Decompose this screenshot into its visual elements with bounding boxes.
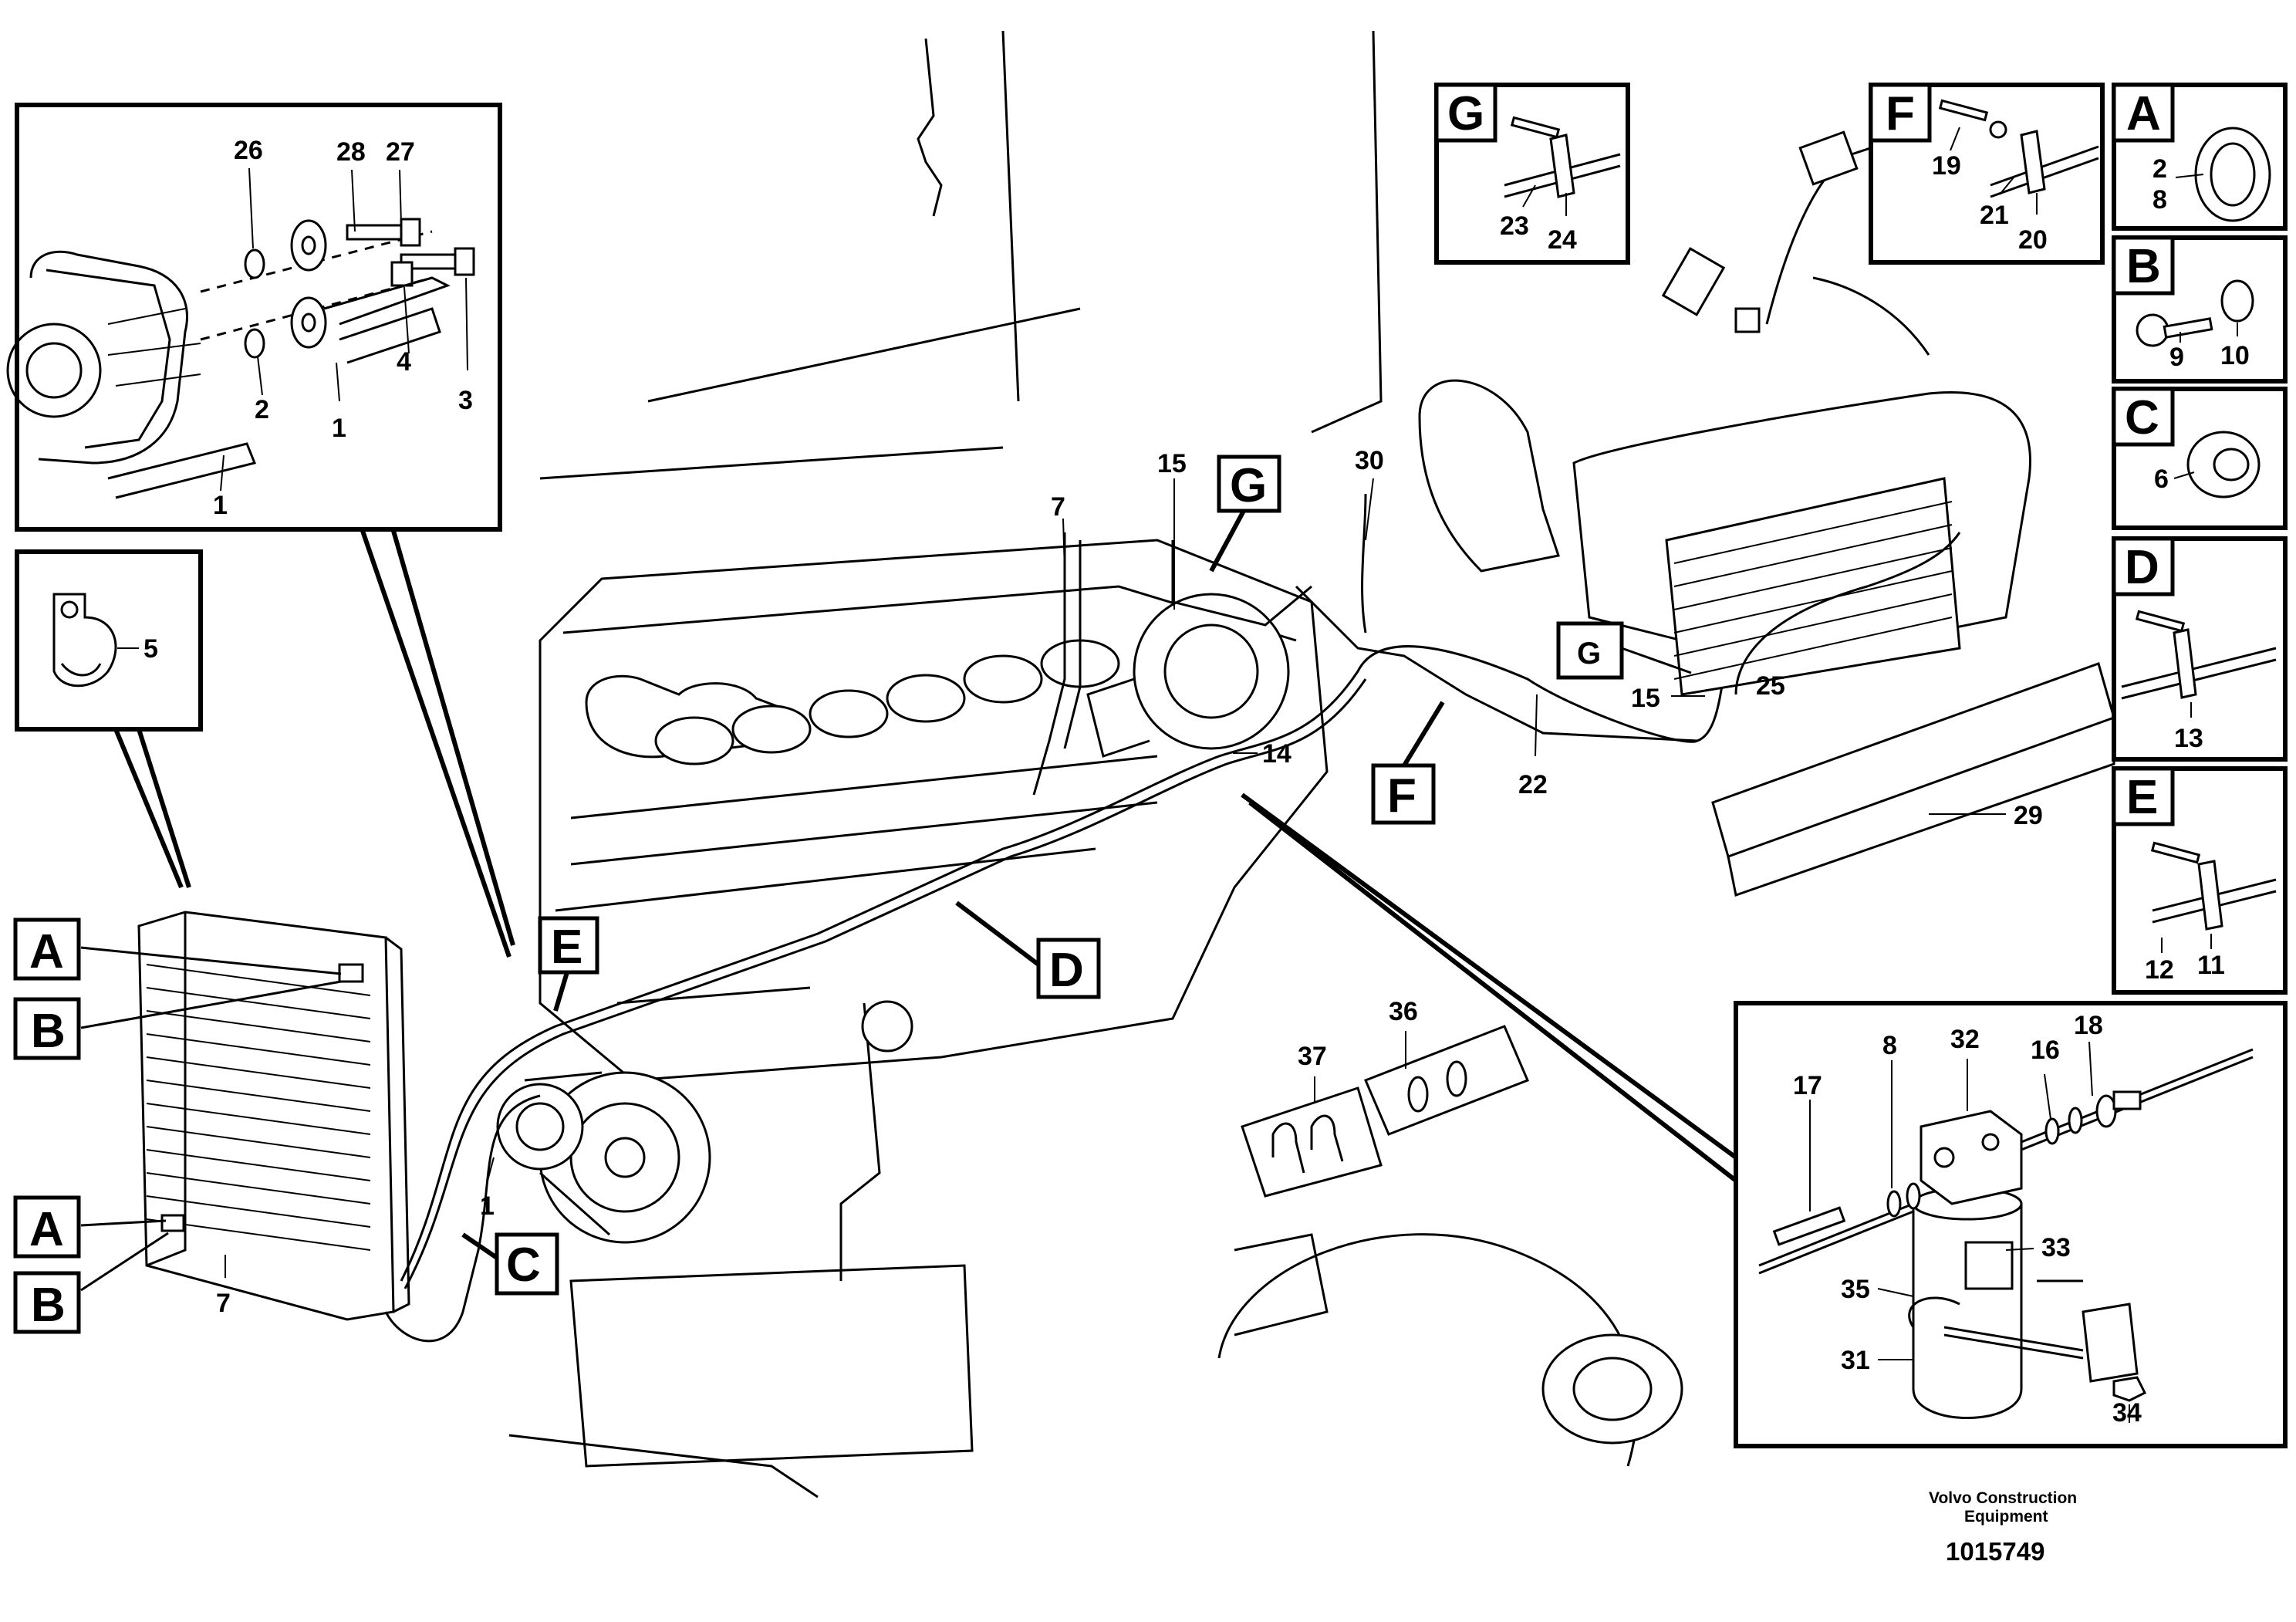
callout-7: 7	[1051, 492, 1065, 522]
callout-20: 20	[2018, 225, 2048, 255]
callout-17: 17	[1793, 1071, 1822, 1100]
callout-1: 1	[480, 1191, 495, 1221]
callout-1: 1	[213, 491, 228, 520]
callout-34: 34	[2112, 1398, 2142, 1428]
callout-33: 33	[2041, 1233, 2071, 1262]
detail-inset-D: D 13	[2112, 536, 2288, 762]
callout-3: 3	[458, 386, 473, 415]
detail-inset-fittings: 26 28 27 2 4 3 1 1	[6, 103, 502, 532]
evaporator-unit	[1418, 130, 2031, 696]
callout-12: 12	[2145, 955, 2174, 985]
label-A: A	[2126, 87, 2161, 140]
callout-26: 26	[234, 136, 263, 165]
label-B: B	[2126, 240, 2161, 293]
callout-11: 11	[2197, 951, 2225, 980]
label-E: E	[2126, 771, 2158, 824]
callout-28: 28	[336, 137, 366, 167]
callout-23: 23	[1500, 211, 1529, 241]
callout-2: 2	[255, 395, 269, 424]
detail-inset-G: G	[1434, 83, 1630, 265]
callout-18: 18	[2074, 1011, 2103, 1040]
ac-hoses	[384, 493, 1730, 1343]
label-A: A	[29, 925, 64, 978]
callout-21: 21	[1980, 201, 2009, 230]
detail-inset-receiver	[1734, 1001, 2288, 1448]
detail-inset-B: B 9 10	[2112, 235, 2288, 384]
label-C: C	[506, 1238, 541, 1292]
callout-37: 37	[1298, 1042, 1327, 1071]
callout-8: 8	[2152, 185, 2167, 215]
condenser	[137, 911, 410, 1321]
document-number: 1015749	[1946, 1537, 2044, 1566]
callout-2: 2	[2152, 154, 2167, 184]
callout-10: 10	[2220, 341, 2250, 370]
label-F: F	[1387, 769, 1416, 823]
label-D: D	[2125, 541, 2159, 594]
callout-25: 25	[1756, 671, 1785, 701]
callout-16: 16	[2031, 1036, 2060, 1065]
label-B: B	[31, 1005, 66, 1058]
callout-29: 29	[2014, 801, 2043, 830]
condenser-fins	[146, 964, 371, 1251]
callout-19: 19	[1932, 151, 1961, 181]
label-D: D	[1049, 944, 1084, 997]
callout-14: 14	[1262, 739, 1292, 769]
label-B: B	[31, 1279, 66, 1332]
callout-35: 35	[1841, 1275, 1870, 1304]
label-G: G	[1447, 87, 1484, 140]
callout-15: 15	[1157, 449, 1187, 478]
detail-inset-clamp: 5	[15, 549, 203, 732]
callout-27: 27	[386, 137, 415, 167]
label-C: C	[2125, 391, 2159, 444]
callout-8: 8	[1882, 1031, 1897, 1060]
callout-7: 7	[216, 1289, 231, 1318]
callout-1: 1	[332, 414, 346, 443]
label-A: A	[29, 1203, 64, 1256]
callout-6: 6	[2154, 465, 2169, 494]
callout-22: 22	[1518, 770, 1548, 799]
callout-9: 9	[2169, 343, 2184, 372]
callout-5: 5	[144, 634, 158, 664]
callout-30: 30	[1355, 446, 1384, 475]
callout-32: 32	[1950, 1025, 1980, 1054]
label-F: F	[1886, 87, 1915, 140]
callout-13: 13	[2174, 724, 2203, 753]
callout-15: 15	[1631, 684, 1660, 713]
detail-inset-C: C 6	[2112, 387, 2288, 530]
detail-inset-A: A 2 8	[2112, 83, 2288, 231]
callout-24: 24	[1548, 225, 1577, 255]
engine	[496, 539, 1329, 1468]
label-E: E	[551, 921, 582, 974]
gaskets	[1241, 1025, 1529, 1198]
detail-inset-E: E 12 11	[2112, 766, 2288, 995]
publisher-line-1: Volvo Construction	[1929, 1489, 2077, 1507]
label-G: G	[1577, 637, 1601, 671]
callout-4: 4	[397, 347, 411, 377]
detail-inset-F: F	[1869, 83, 2105, 265]
publisher-line-2: Equipment	[1964, 1508, 2048, 1526]
label-G: G	[1230, 459, 1267, 512]
callout-36: 36	[1389, 997, 1418, 1026]
callout-31: 31	[1841, 1346, 1870, 1375]
